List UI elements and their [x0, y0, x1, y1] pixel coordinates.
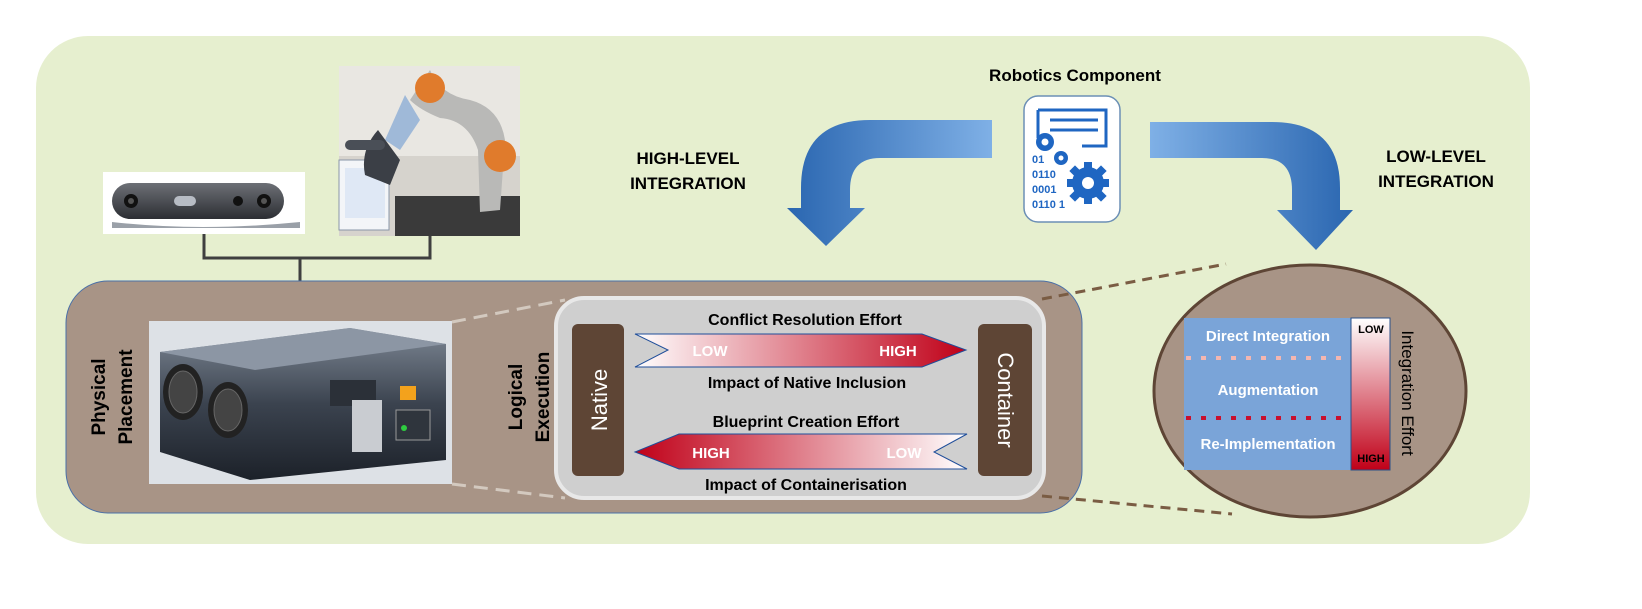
- logical-line: Execution: [533, 352, 554, 443]
- level-re-implementation: Re-Implementation: [1200, 436, 1335, 453]
- document-icon: [1036, 108, 1108, 148]
- native-inclusion-arrow: [634, 333, 968, 368]
- camera-icon: [103, 172, 305, 234]
- logical-execution-label: Logical Execution: [506, 352, 554, 443]
- binary-line: 0001: [1032, 184, 1056, 196]
- binary-line: 01: [1032, 154, 1044, 166]
- robot-arm-icon: [338, 66, 520, 236]
- conflict-resolution-title: Conflict Resolution Effort: [708, 312, 902, 329]
- zoom-lines-right: [1041, 262, 1233, 516]
- arrow-top-low-label: LOW: [693, 343, 729, 360]
- integration-effort-label: Integration Effort: [1398, 330, 1417, 456]
- arrow-top-high-label: HIGH: [879, 343, 917, 360]
- container-label: Container: [993, 352, 1018, 447]
- physical-line: Placement: [116, 349, 137, 445]
- effort-scale-bar: [1350, 317, 1391, 471]
- blueprint-creation-title: Blueprint Creation Effort: [713, 414, 900, 431]
- level-direct-integration: Direct Integration: [1206, 328, 1330, 345]
- robotics-component: Robotics Component 01 0110 0001 0110 1: [989, 66, 1161, 223]
- physical-line: Physical: [89, 358, 110, 435]
- zoom-lines-left: [451, 298, 566, 500]
- low-level-arrow: [1150, 122, 1353, 250]
- high-level-arrow: [787, 120, 992, 246]
- native-label: Native: [587, 369, 612, 431]
- arrow-bottom-low-label: LOW: [887, 445, 923, 462]
- binary-line: 0110: [1032, 169, 1056, 181]
- containerisation-caption: Impact of Containerisation: [705, 477, 907, 494]
- container-box: [978, 324, 1032, 476]
- native-inclusion-caption: Impact of Native Inclusion: [708, 375, 906, 392]
- gear-icon: [1036, 133, 1109, 204]
- arrow-bottom-high-label: HIGH: [692, 445, 730, 462]
- binary-code: 01 0110 0001 0110 1: [1032, 154, 1065, 211]
- logical-line: Logical: [506, 364, 527, 431]
- low-level-label: INTEGRATION: [1378, 172, 1494, 191]
- effort-high-label: HIGH: [1357, 453, 1385, 465]
- level-augmentation: Augmentation: [1218, 382, 1319, 399]
- high-level-label: HIGH-LEVEL: [637, 149, 740, 168]
- effort-low-label: LOW: [1358, 324, 1384, 336]
- binary-line: 0110 1: [1032, 199, 1065, 211]
- physical-placement-label: Physical Placement: [89, 349, 137, 445]
- containerisation-arrow: [633, 433, 968, 470]
- integration-levels-box: [1184, 318, 1351, 470]
- controller-hardware-icon: [149, 321, 452, 484]
- native-box: [572, 324, 624, 476]
- high-level-label: INTEGRATION: [630, 174, 746, 193]
- low-level-label: LOW-LEVEL: [1386, 147, 1486, 166]
- robotics-component-title: Robotics Component: [989, 66, 1161, 85]
